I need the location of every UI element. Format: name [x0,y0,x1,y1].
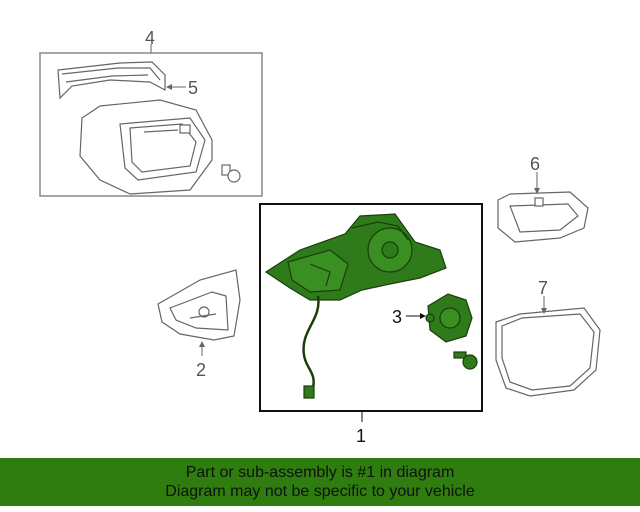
motor-part [425,293,473,343]
info-banner: Part or sub-assembly is #1 in diagram Di… [0,458,640,506]
arrow-3 [420,313,426,319]
callout-1: 1 [356,426,366,446]
group-box-1 [259,203,483,412]
callout-5: 5 [188,78,198,98]
arrow-2 [199,341,205,347]
arrow-6 [534,188,540,194]
callout-2: 2 [196,360,206,380]
mirror-cover-part [79,99,213,195]
banner-line-1: Part or sub-assembly is #1 in diagram [185,464,455,481]
mirror-assembly-part [264,213,447,399]
trim-part [157,269,241,341]
cap-part [497,191,589,243]
callout-3: 3 [392,307,402,327]
turn-signal-strip-part [57,61,166,100]
arrow-7 [541,308,547,314]
callout-4: 4 [145,28,155,48]
glass-part [495,307,601,397]
screw-part [453,351,478,370]
screw-part [221,164,241,183]
callout-6: 6 [530,154,540,174]
parts-diagram: 4 5 6 [39,28,601,446]
callout-7: 7 [538,278,548,298]
arrow-5 [166,84,172,90]
banner-line-2: Diagram may not be specific to your vehi… [165,483,475,500]
